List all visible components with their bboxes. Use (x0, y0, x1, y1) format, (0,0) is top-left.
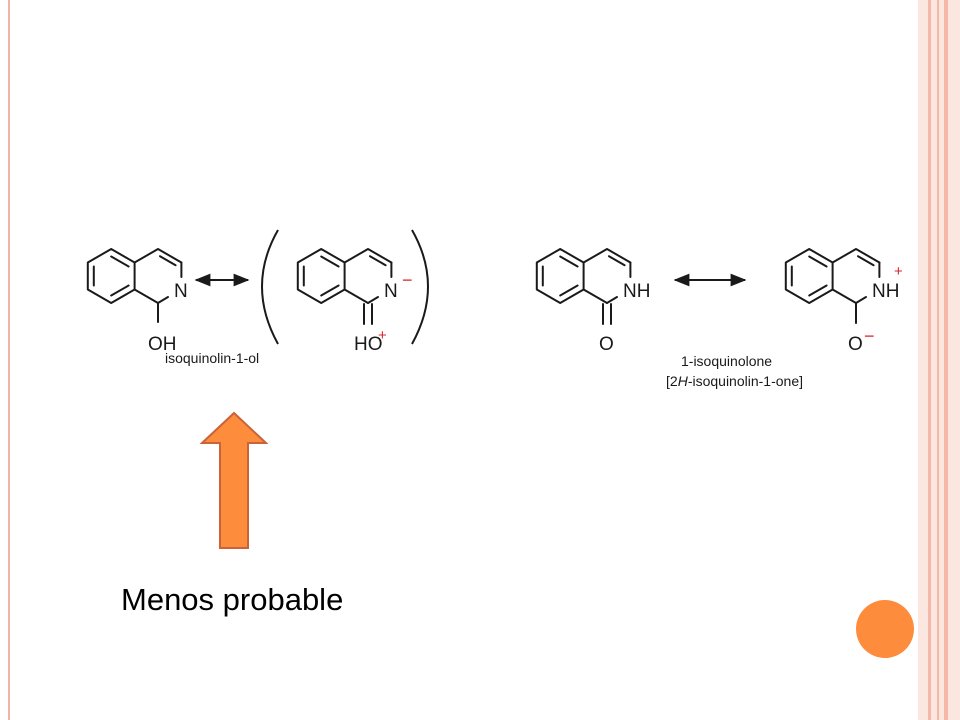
atom-oh: OH (148, 334, 177, 355)
close-parenthesis (411, 229, 429, 345)
tautomer-figure: N OH isoquinolin-1-ol N − HO + (10, 226, 918, 398)
label-isoquinolone-systematic: [2H-isoquinolin-1-one] (666, 373, 803, 389)
right-stripe-3 (944, 0, 948, 720)
atom-o: O (599, 334, 614, 355)
atom-ho: HO (354, 334, 383, 355)
atom-nh: NH (623, 281, 650, 302)
left-frame-rule (8, 0, 10, 720)
structure-isoquinolone-zwitterion: NH + O − (784, 248, 903, 355)
open-parenthesis (261, 229, 279, 345)
structure-isoquinolone: NH O (535, 248, 650, 355)
charge-plus: + (378, 327, 387, 344)
right-side-panel (918, 0, 960, 720)
charge-plus: + (894, 263, 903, 280)
atom-n: N (174, 281, 188, 302)
right-stripe-1 (928, 0, 931, 720)
structure-isoquinolinol-zwitterion: N − HO + (296, 248, 413, 355)
label-isoquinolone: 1-isoquinolone (681, 353, 772, 369)
atom-o: O (848, 334, 863, 355)
label-isoquinolinol: isoquinolin-1-ol (165, 350, 259, 366)
up-arrow-icon (199, 411, 269, 549)
structure-isoquinolinol: N OH (86, 248, 188, 355)
caption-text: Menos probable (121, 582, 344, 617)
tautomer-figure-svg: N OH isoquinolin-1-ol N − HO + (86, 229, 903, 389)
charge-minus: − (864, 326, 875, 346)
atom-nh: NH (872, 281, 899, 302)
right-stripe-2 (937, 0, 939, 720)
charge-minus: − (402, 270, 413, 290)
orange-circle-icon (856, 600, 914, 658)
atom-n: N (384, 281, 398, 302)
